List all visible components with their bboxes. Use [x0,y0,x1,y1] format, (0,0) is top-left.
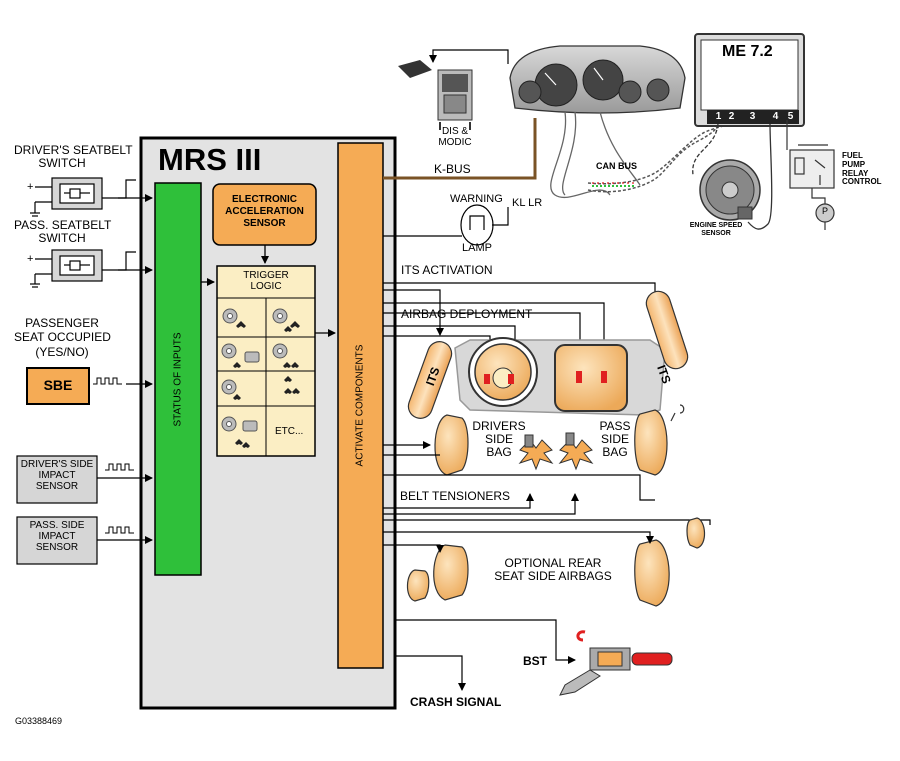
optional-rear-airbags-label: OPTIONAL REAR SEAT SIDE AIRBAGS [494,556,612,584]
me72-pins: 1 2 3 4 5 [707,111,799,124]
fuel-pump-relay-label: FUEL PUMP RELAY CONTROL [842,151,882,187]
belt-tensioners-label: BELT TENSIONERS [400,489,511,503]
kl-lr-label: KL LR [512,197,543,209]
passenger-seat-occupied-label: PASSENGER SEAT OCCUPIED (YES/NO) [14,316,111,359]
drivers-side-bag-label: DRIVERS SIDE BAG [472,419,526,460]
can-bus-wire [587,123,721,193]
warning-label: WARNING [450,193,503,205]
trigger-logic-icons [221,308,288,432]
pass-side-impact-box [16,516,98,565]
engine-speed-sensor-wheel [699,123,773,230]
activate-components-bar [337,142,384,669]
me72-pin: 4 [772,111,779,122]
sbe-label: SBE [43,377,73,393]
driver-seatbelt-switch-label: DRIVER'S SEATBELT SWITCH [14,143,133,171]
trigger-logic-label: TRIGGER LOGIC [243,270,289,292]
pass-side-bag-label: PASS SIDE BAG [599,419,631,460]
airbag-deployment-label: AIRBAG DEPLOYMENT [401,307,533,321]
pass-seatbelt-switch-symbol [30,249,136,288]
crash-signal-label: CRASH SIGNAL [410,695,502,709]
warning-lamp [383,204,509,246]
svg-text:+: + [27,181,33,193]
pass-side-impact-sensor-label: PASS. SIDE IMPACT SENSOR [29,520,85,553]
fuel-pump-relay-symbol [786,120,835,230]
driver-side-impact-box [16,455,98,504]
dis-modic-label: DIS & MODIC [438,126,472,148]
driver-side-bag [434,414,469,476]
driver-airbag [468,337,538,407]
me72-label: ME 7.2 [722,43,773,60]
driver-seatbelt-switch-symbol [30,177,136,217]
figure-id: G03388469 [15,716,63,726]
trigger-logic-figures [233,321,300,448]
instrument-cluster [509,45,686,114]
svg-text:+: + [27,253,33,265]
driver-side-impact-sensor-label: DRIVER'S SIDE IMPACT SENSOR [20,459,94,492]
activate-components-label: ACTIVATE COMPONENTS [354,344,366,467]
its-tube-right [645,290,689,370]
acceleration-sensor-label: ELECTRONIC ACCELERATION SENSOR [225,194,304,229]
pump-symbol-label: P [821,206,828,216]
kbus-line [383,118,537,180]
status-of-inputs-bar [154,182,202,576]
can-bus-label: CAN BUS [596,161,638,171]
me72-pin: 5 [787,111,794,122]
me72-pin: 3 [749,111,756,122]
rear-side-airbags [406,517,706,607]
engine-speed-sensor-label: ENGINE SPEED SENSOR [689,222,743,237]
pass-side-bag [634,409,668,476]
bst-label: BST [523,654,547,668]
bst-battery-terminal [559,630,673,696]
belt-tensioner-right [558,432,594,471]
its-activation-label: ITS ACTIVATION [401,263,493,277]
module-title: MRS III [158,142,262,177]
passenger-airbag [554,344,628,412]
dis-modic-tester [398,60,473,130]
pass-seatbelt-switch-label: PASS. SEATBELT SWITCH [14,218,112,246]
status-of-inputs-label: STATUS OF INPUTS [172,332,184,427]
sbe-box [26,367,90,405]
belt-tensioner-left [518,434,554,471]
trigger-etc-label: ETC... [275,426,304,437]
its-tube-left [407,341,453,419]
kbus-label: K-BUS [434,162,471,176]
me72-pin: 2 [728,111,735,122]
lamp-label: LAMP [462,242,492,254]
me72-pin: 1 [715,111,722,122]
